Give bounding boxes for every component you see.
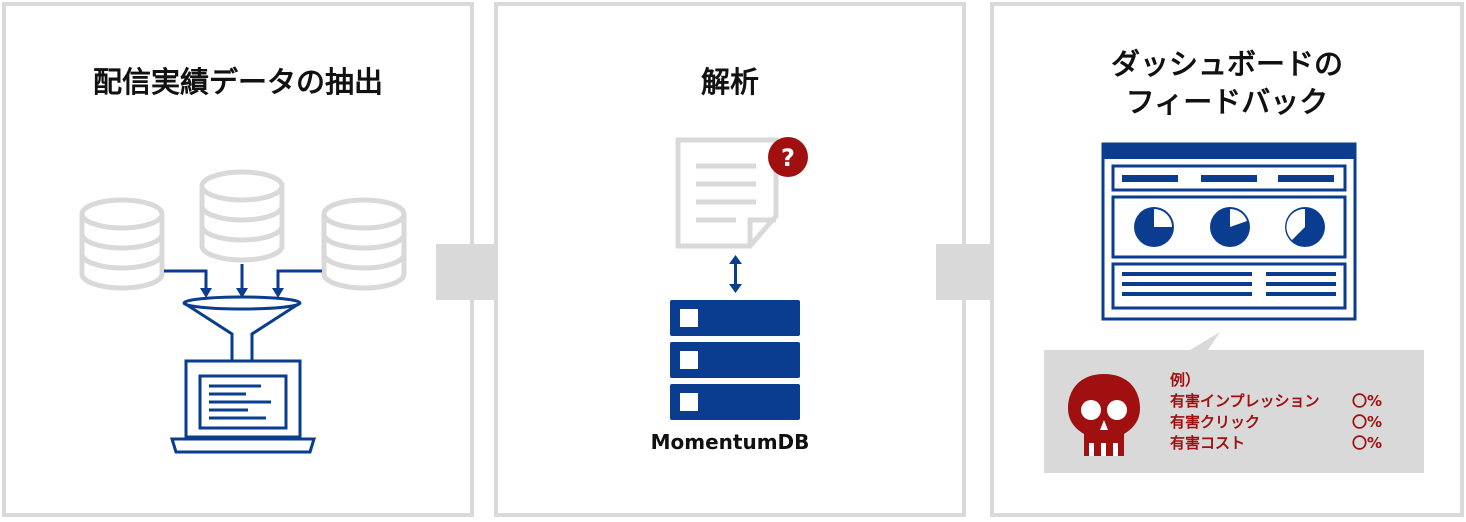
metric-value: 〇% xyxy=(1352,434,1383,452)
svg-text:?: ? xyxy=(781,144,795,172)
skull-icon xyxy=(1068,374,1140,456)
database-icon xyxy=(199,169,285,263)
callout-row: 有害コスト 〇% xyxy=(1170,433,1400,454)
pie-chart-icon xyxy=(1134,207,1174,247)
server-icon xyxy=(670,300,800,420)
document-icon xyxy=(675,137,779,249)
panel-title-line-1: ダッシュボードの xyxy=(1110,47,1343,81)
panel-analysis: 解析 ? xyxy=(494,2,966,517)
panel-title-line-2: フィードバック xyxy=(1125,85,1329,119)
callout-heading: 例） xyxy=(1170,371,1201,389)
feedback-illustration xyxy=(1044,142,1424,473)
callout-row: 有害クリック 〇% xyxy=(1170,412,1400,433)
metric-label: 有害クリック xyxy=(1170,413,1261,431)
database-icon xyxy=(321,197,407,291)
metric-value: 〇% xyxy=(1352,413,1383,431)
metric-label: 有害コスト xyxy=(1170,434,1246,452)
analysis-illustration: ? xyxy=(670,137,808,420)
panel-title: 解析 xyxy=(700,65,759,99)
funnel-icon xyxy=(182,295,302,361)
database-icon xyxy=(79,197,165,291)
panel-extract: 配信実績データの抽出 xyxy=(2,2,474,517)
callout-box xyxy=(1044,332,1424,473)
panel-feedback: ダッシュボードの フィードバック xyxy=(990,2,1464,517)
question-icon: ? xyxy=(768,137,808,177)
laptop-icon xyxy=(169,359,317,454)
callout-row: 有害インプレッション 〇% xyxy=(1170,391,1400,412)
pie-chart-icon xyxy=(1210,207,1250,247)
metric-label: 有害インプレッション xyxy=(1170,392,1320,410)
callout-text: 例） 有害インプレッション 〇% 有害クリック 〇% 有害コスト 〇% xyxy=(1170,370,1400,454)
metric-value: 〇% xyxy=(1352,392,1383,410)
panel-title: 配信実績データの抽出 xyxy=(92,65,383,99)
extract-illustration xyxy=(79,169,407,454)
database-label: MomentumDB xyxy=(650,430,810,454)
pie-chart-icon xyxy=(1285,207,1325,247)
